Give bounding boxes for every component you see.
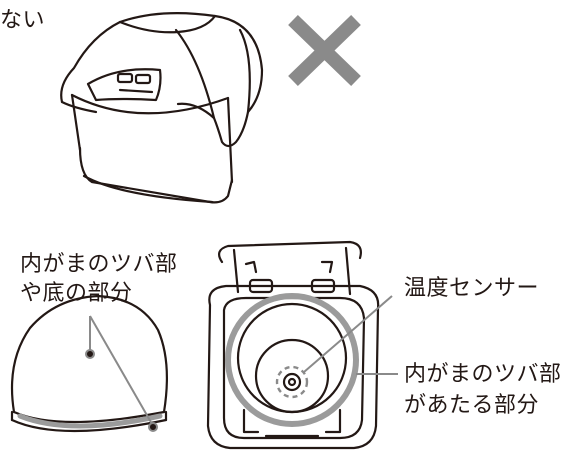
label-rim-contact-line1: 内がまのツバ部 bbox=[404, 362, 562, 387]
covered-rice-cooker-illustration bbox=[60, 12, 264, 204]
label-rim-contact-line2: があたる部分 bbox=[404, 393, 540, 418]
cross-mark-icon bbox=[288, 14, 361, 87]
inner-pot-leader-lines bbox=[85, 315, 158, 432]
rim-contact-highlight bbox=[225, 293, 359, 427]
label-rim-and-bottom-line1: 内がまのツバ部 bbox=[20, 252, 178, 277]
temperature-sensor-marker bbox=[275, 365, 309, 399]
label-temperature-sensor: 温度センサー bbox=[404, 276, 540, 301]
top-text: ない bbox=[0, 8, 46, 33]
label-rim-and-bottom-line2: や底の部分 bbox=[20, 281, 133, 306]
cooker-leader-lines bbox=[303, 295, 398, 375]
open-rice-cooker-illustration bbox=[206, 240, 380, 450]
inner-pot-highlight-rim bbox=[17, 413, 163, 429]
